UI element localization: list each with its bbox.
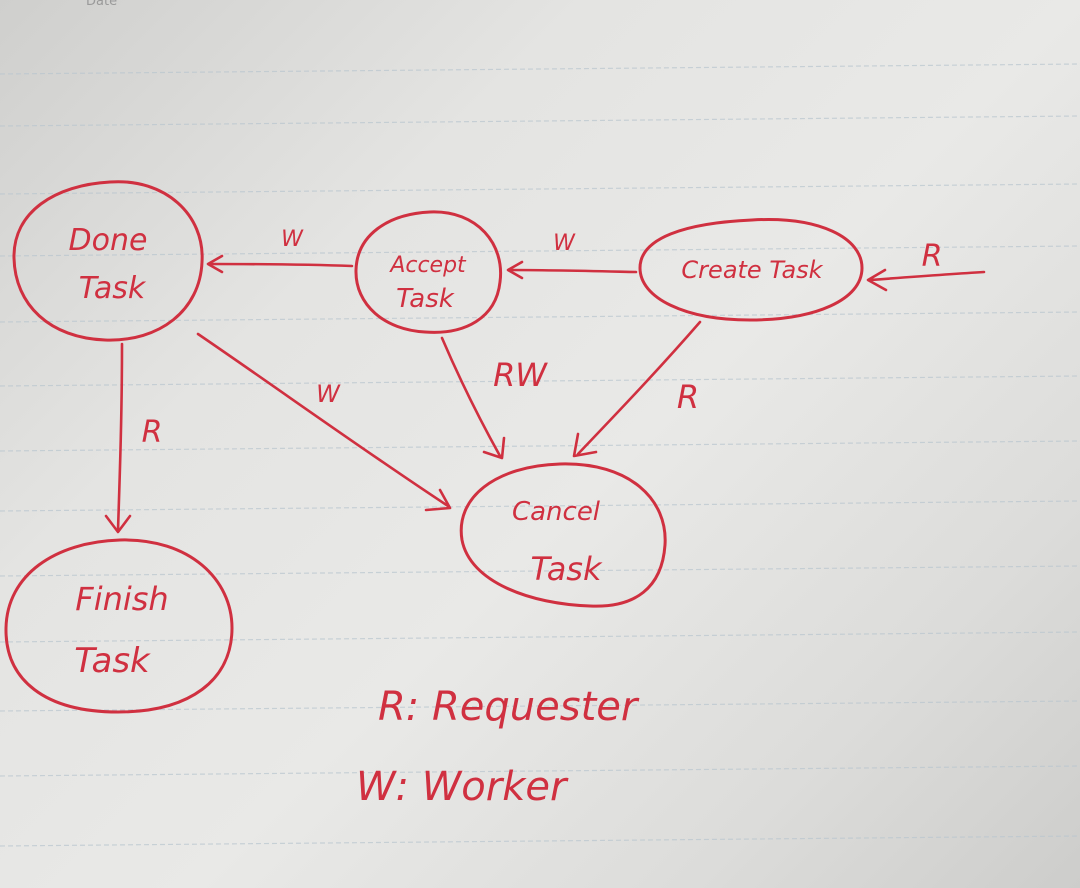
legend: R: Requester W: Worker bbox=[356, 684, 640, 810]
accept-task-label-line1: Accept bbox=[388, 253, 467, 278]
accept-task-label-line2: Task bbox=[396, 284, 455, 314]
edge-accept-to-cancel: RW bbox=[440, 336, 548, 460]
edge-done-to-finish-arrow bbox=[104, 514, 132, 534]
cancel-task-label-line1: Cancel bbox=[512, 497, 601, 527]
node-cancel-task: Cancel Task bbox=[459, 462, 667, 608]
cancel-task-label-line2: Task bbox=[531, 550, 603, 588]
edge-create-to-cancel-label: R bbox=[677, 378, 699, 416]
cancel-task-outline bbox=[459, 462, 667, 608]
edge-create-to-accept-label: W bbox=[553, 231, 576, 256]
node-done-task: Done Task bbox=[12, 180, 204, 342]
edge-create-to-cancel: R bbox=[572, 320, 702, 458]
legend-worker: W: Worker bbox=[356, 764, 569, 810]
ruled-line bbox=[0, 565, 1080, 577]
edge-external-to-create: R bbox=[866, 239, 986, 292]
edge-accept-to-cancel-label: RW bbox=[493, 356, 548, 394]
edge-accept-to-done: W bbox=[206, 227, 354, 274]
date-header-text: Date bbox=[86, 0, 118, 9]
ruled-line bbox=[0, 115, 1080, 127]
done-task-outline bbox=[12, 180, 204, 342]
ruled-line bbox=[0, 835, 1080, 847]
edge-done-to-finish-label: R bbox=[142, 415, 163, 450]
ruled-line bbox=[0, 183, 1080, 195]
edge-done-to-cancel: W bbox=[196, 332, 452, 512]
finish-task-label-line1: Finish bbox=[75, 580, 168, 618]
edge-accept-to-cancel-arrow bbox=[482, 436, 506, 460]
ruled-line bbox=[0, 375, 1080, 387]
edge-create-to-accept-line bbox=[508, 268, 638, 274]
ruled-line bbox=[0, 245, 1080, 257]
edge-done-to-cancel-label: W bbox=[316, 380, 341, 408]
edge-done-to-finish-line bbox=[116, 342, 124, 532]
done-task-label-line1: Done bbox=[69, 223, 148, 258]
ruled-line bbox=[0, 700, 1080, 712]
edge-accept-to-done-label: W bbox=[281, 227, 304, 252]
create-task-label: Create Task bbox=[681, 256, 823, 284]
edge-done-to-cancel-line bbox=[196, 332, 450, 508]
legend-requester: R: Requester bbox=[378, 684, 640, 730]
finish-task-outline bbox=[4, 538, 234, 714]
done-task-label-line2: Task bbox=[79, 271, 147, 306]
edge-external-to-create-arrow bbox=[866, 268, 888, 292]
ruled-line bbox=[0, 311, 1080, 323]
ruled-line bbox=[0, 440, 1080, 452]
edge-external-to-create-line bbox=[868, 270, 986, 282]
edge-external-to-create-label: R bbox=[922, 239, 943, 274]
edge-accept-to-cancel-line bbox=[440, 336, 502, 458]
node-create-task: Create Task bbox=[638, 218, 864, 322]
ruled-line bbox=[0, 765, 1080, 777]
ruled-line bbox=[0, 500, 1080, 512]
edge-accept-to-done-arrow bbox=[206, 254, 224, 274]
edge-create-to-cancel-line bbox=[576, 320, 702, 456]
node-accept-task: Accept Task bbox=[354, 210, 503, 334]
edge-create-to-accept-arrow bbox=[506, 260, 524, 280]
ruled-line bbox=[0, 631, 1080, 643]
edge-create-to-accept: W bbox=[506, 231, 638, 280]
edge-accept-to-done-line bbox=[208, 262, 354, 268]
finish-task-label-line2: Task bbox=[74, 641, 151, 681]
node-finish-task: Finish Task bbox=[4, 538, 234, 714]
accept-task-outline bbox=[354, 210, 503, 334]
create-task-outline bbox=[638, 218, 864, 322]
edge-done-to-cancel-arrow bbox=[424, 488, 452, 512]
edge-done-to-finish: R bbox=[104, 342, 163, 534]
ruled-line bbox=[0, 63, 1080, 75]
edge-create-to-cancel-arrow bbox=[572, 432, 598, 458]
